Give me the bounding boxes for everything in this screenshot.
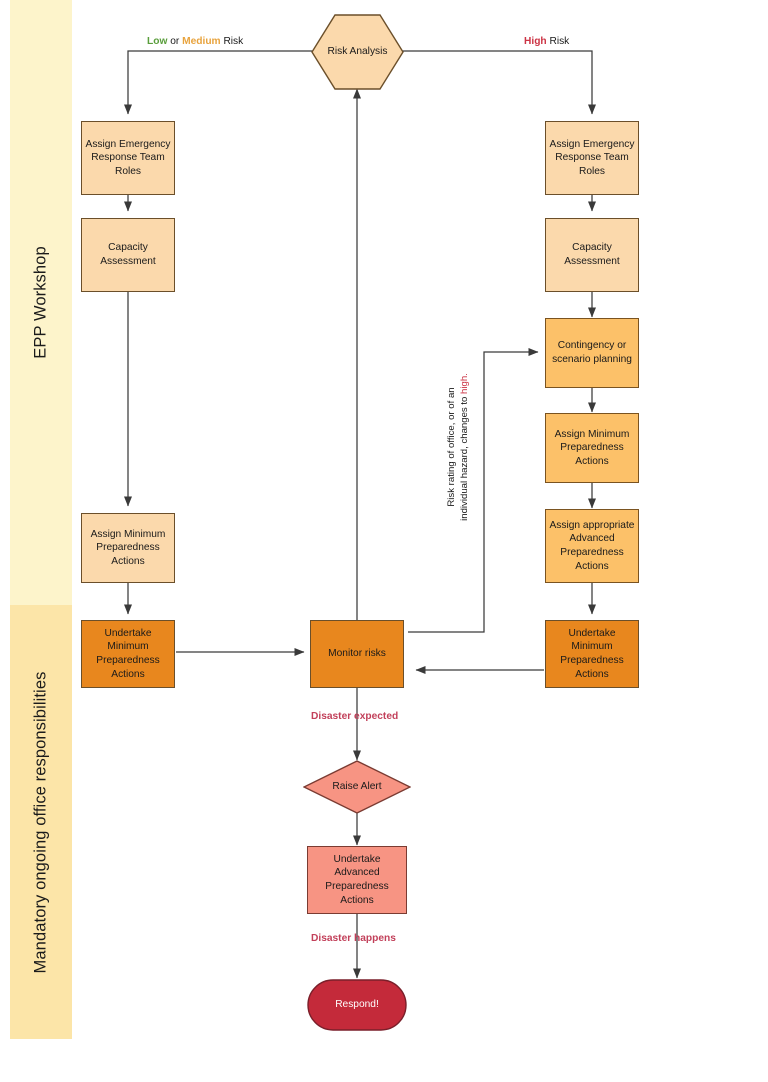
- node-right-assign-minimum-preparedness-actions[interactable]: Assign Minimum Preparedness Actions: [545, 413, 639, 483]
- rerate-line2-high: high.: [458, 373, 470, 394]
- node-respond-label: Respond!: [335, 999, 379, 1011]
- edge-monitor-to-contingency: [408, 347, 539, 633]
- node-right-assign-ert-label: Assign Emergency Response Team Roles: [549, 138, 635, 177]
- node-left-capacity-assessment[interactable]: Capacity Assessment: [81, 218, 175, 292]
- edge-label-low: Low: [147, 36, 168, 47]
- rerate-line2-text: individual hazard, changes to: [458, 393, 470, 521]
- raise-alert-diamond-shape: [303, 760, 411, 814]
- node-left-assign-min-label: Assign Minimum Preparedness Actions: [90, 528, 166, 567]
- swimlane-mandatory-responsibilities: Mandatory ongoing office responsibilitie…: [10, 605, 72, 1039]
- respond-stadium-shape: [307, 979, 407, 1031]
- node-left-undertake-minimum-preparedness-actions[interactable]: Undertake Minimum Preparedness Actions: [81, 620, 175, 688]
- node-respond[interactable]: Respond!: [307, 979, 407, 1031]
- edge-label-high-risk: High Risk: [524, 36, 569, 47]
- node-monitor-risks[interactable]: Monitor risks: [310, 620, 404, 688]
- node-right-capacity-label: Capacity Assessment: [564, 242, 620, 267]
- node-right-assign-emergency-response-team-roles[interactable]: Assign Emergency Response Team Roles: [545, 121, 639, 195]
- edge-label-low-medium-risk: Low or Medium Risk: [147, 36, 243, 47]
- node-left-capacity-label: Capacity Assessment: [100, 242, 156, 267]
- node-left-undertake-min-label: Undertake Minimum Preparedness Actions: [96, 627, 160, 680]
- node-right-contingency-or-scenario-planning[interactable]: Contingency or scenario planning: [545, 318, 639, 388]
- node-left-assign-ert-label: Assign Emergency Response Team Roles: [85, 138, 171, 177]
- node-right-capacity-assessment[interactable]: Capacity Assessment: [545, 218, 639, 292]
- node-right-assign-appropriate-advanced-preparedness-actions[interactable]: Assign appropriate Advanced Preparedness…: [545, 509, 639, 583]
- swimlane-epp-workshop-label: EPP Workshop: [31, 246, 50, 359]
- node-raise-alert-label: Raise Alert: [332, 781, 382, 793]
- edge-label-disaster-happens: Disaster happens: [311, 933, 396, 944]
- node-right-undertake-minimum-preparedness-actions[interactable]: Undertake Minimum Preparedness Actions: [545, 620, 639, 688]
- edge-label-risk-right: Risk: [546, 36, 570, 47]
- node-undertake-advanced-preparedness-actions[interactable]: Undertake Advanced Preparedness Actions: [307, 846, 407, 914]
- node-right-undertake-min-label: Undertake Minimum Preparedness Actions: [560, 627, 624, 680]
- node-risk-analysis-label: Risk Analysis: [327, 46, 388, 58]
- edge-label-risk-left: Risk: [220, 36, 244, 47]
- edge-risk-to-right: [398, 50, 597, 115]
- risk-analysis-hexagon-shape: [311, 14, 404, 90]
- edge-label-risk-rerating: Risk rating of office, or of an individu…: [446, 342, 471, 552]
- node-undertake-advanced-label: Undertake Advanced Preparedness Actions: [325, 853, 389, 906]
- node-left-assign-emergency-response-team-roles[interactable]: Assign Emergency Response Team Roles: [81, 121, 175, 195]
- node-right-assign-min-label: Assign Minimum Preparedness Actions: [554, 428, 630, 467]
- node-right-assign-adv-label: Assign appropriate Advanced Preparedness…: [549, 519, 635, 572]
- edge-label-or: or: [167, 36, 183, 47]
- edge-label-high: High: [524, 36, 547, 47]
- swimlane-epp-workshop: EPP Workshop: [10, 0, 72, 605]
- edge-label-risk-rerating-line2: individual hazard, changes to high.: [459, 342, 472, 552]
- node-monitor-risks-label: Monitor risks: [328, 648, 386, 660]
- edge-label-medium: Medium: [182, 36, 221, 47]
- node-right-contingency-label: Contingency or scenario planning: [552, 340, 632, 365]
- node-left-assign-minimum-preparedness-actions[interactable]: Assign Minimum Preparedness Actions: [81, 513, 175, 583]
- edge-label-risk-rerating-line1: Risk rating of office, or of an: [446, 387, 457, 507]
- node-raise-alert[interactable]: Raise Alert: [303, 760, 411, 814]
- edge-label-disaster-expected: Disaster expected: [311, 711, 399, 722]
- swimlane-mandatory-responsibilities-label: Mandatory ongoing office responsibilitie…: [31, 671, 50, 973]
- node-risk-analysis[interactable]: Risk Analysis: [311, 14, 404, 90]
- edge-risk-to-left: [124, 50, 318, 115]
